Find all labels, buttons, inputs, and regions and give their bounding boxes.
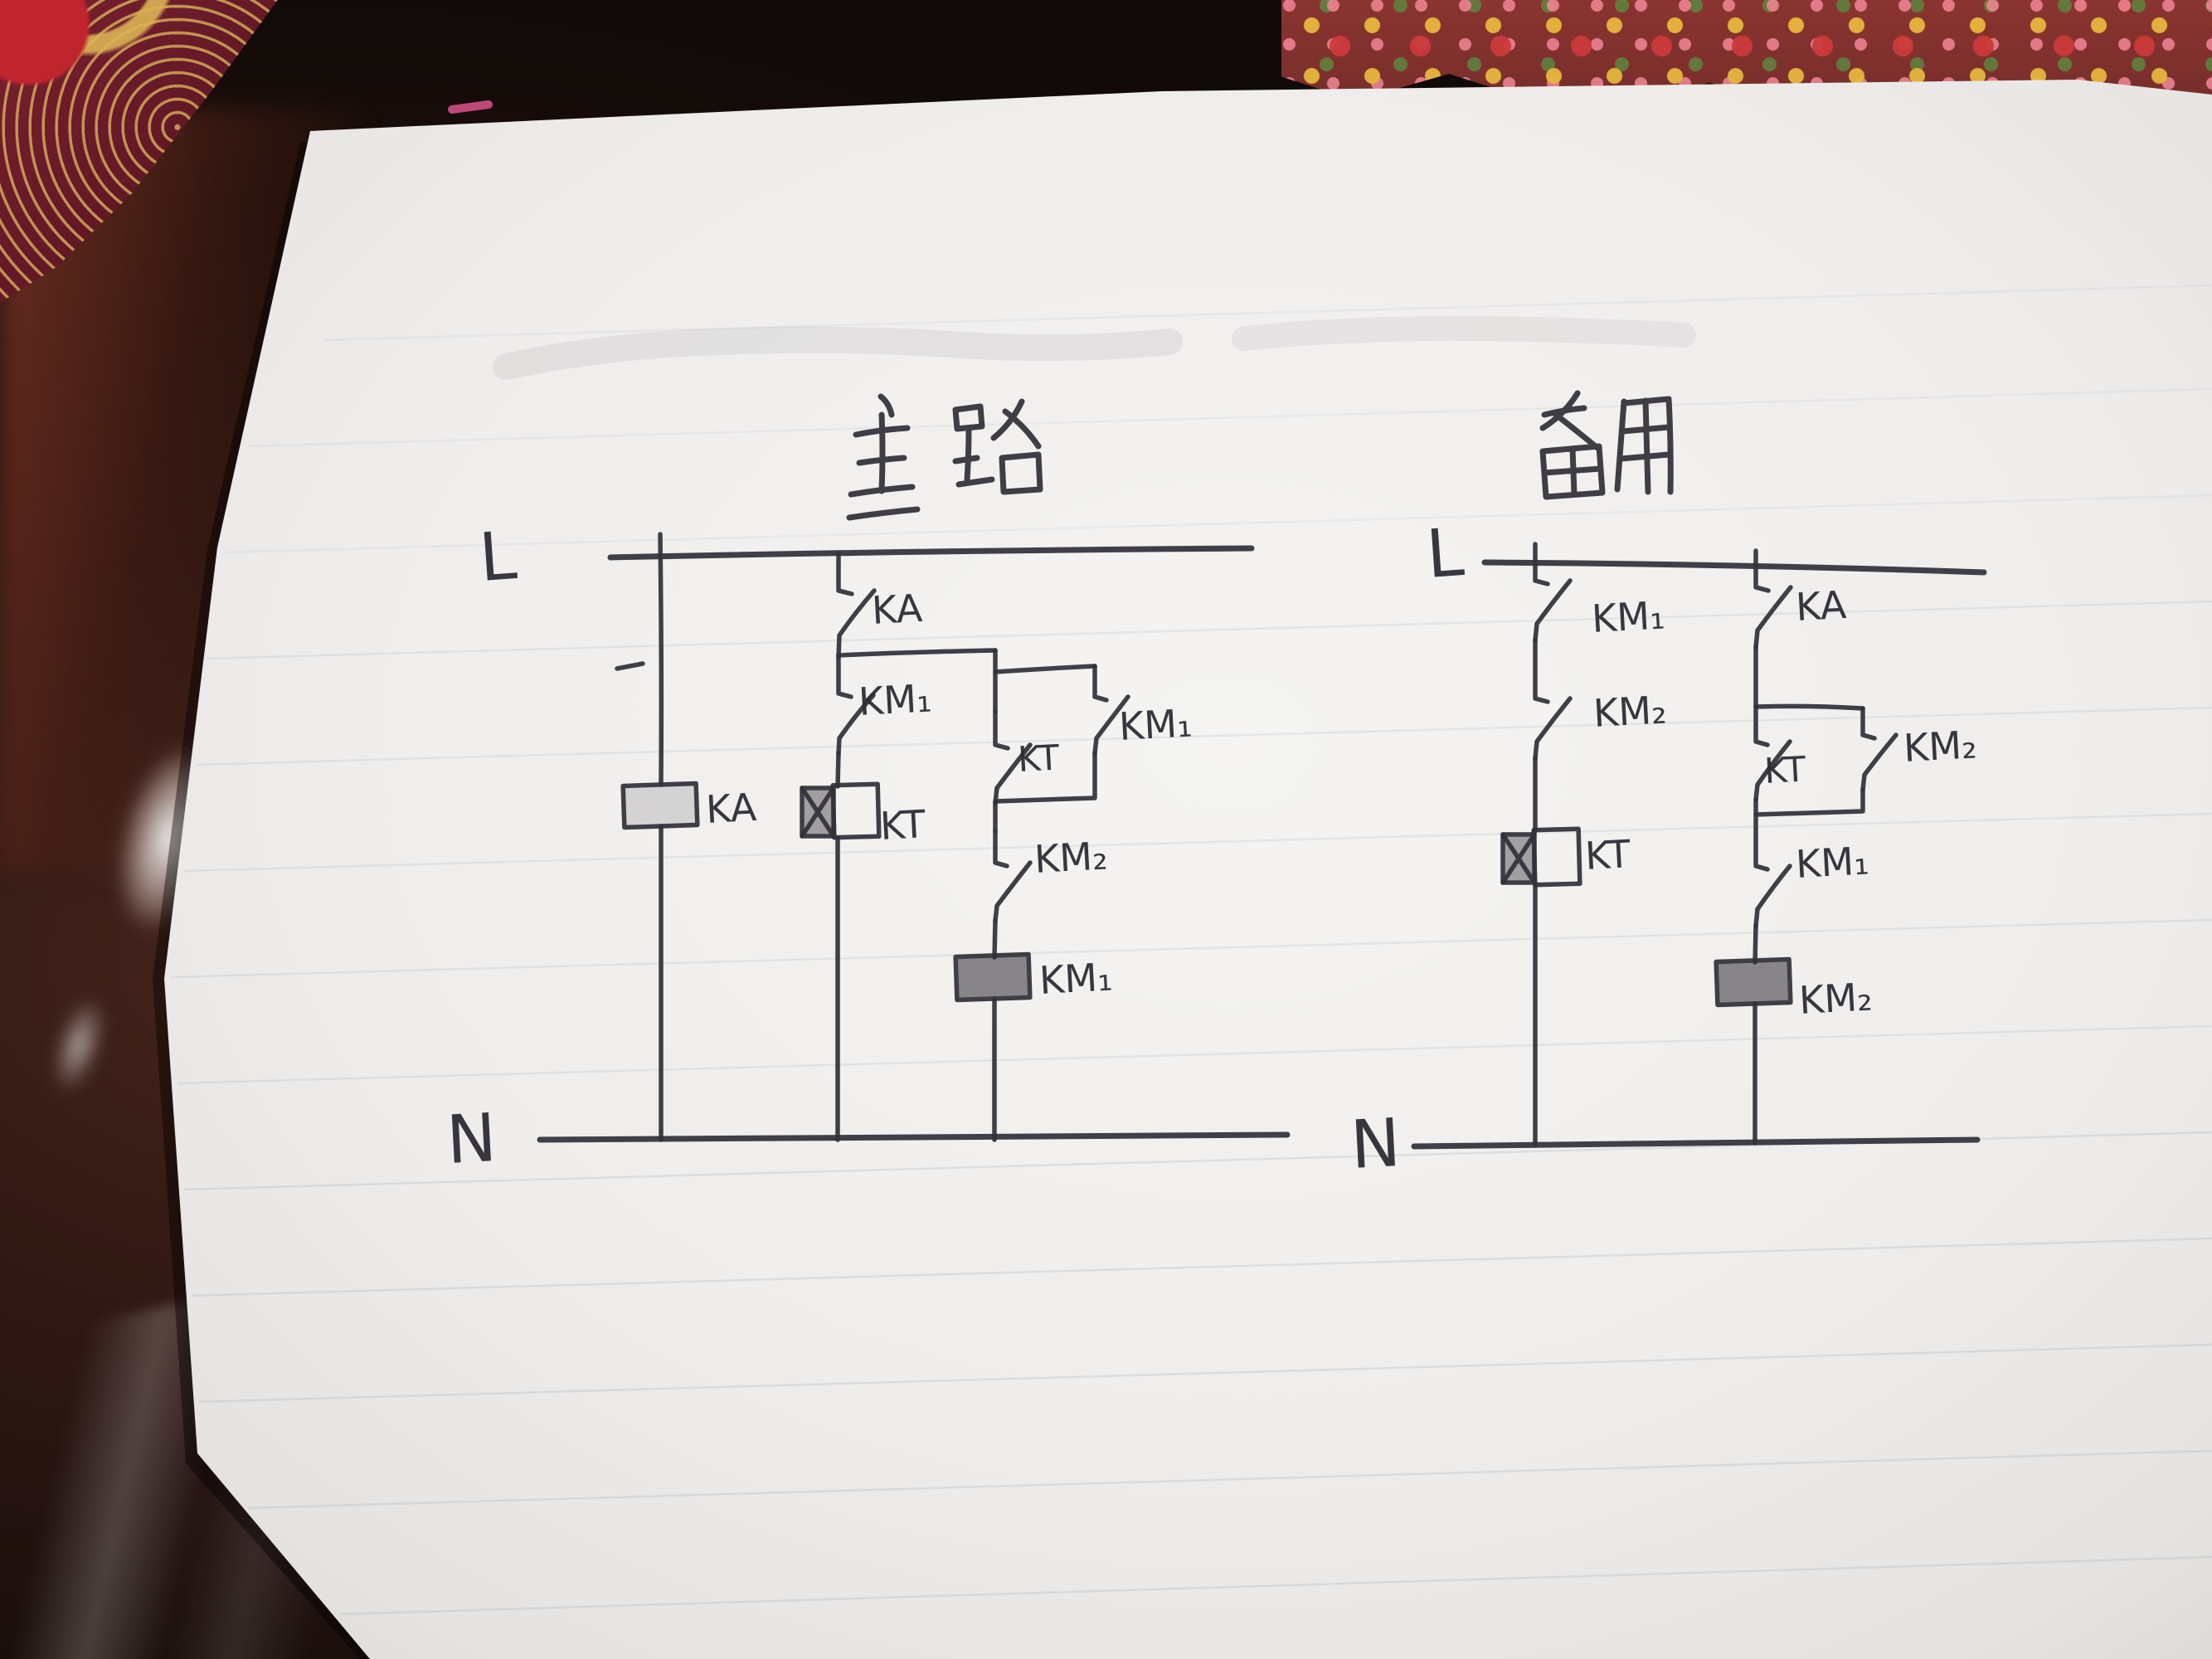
backup-km2-contact-label: KM₂ bbox=[1592, 687, 1668, 736]
backup-line-label: L bbox=[1424, 513, 1466, 593]
main-km1-contact-label: KM₁ bbox=[858, 675, 933, 724]
ink-bleed-smudges bbox=[493, 315, 1696, 380]
backup-circuit-title bbox=[1539, 390, 1674, 500]
backup-kt-coil-box bbox=[1531, 826, 1582, 888]
main-ka-coil bbox=[620, 781, 700, 830]
main-kt-coil-label: KT bbox=[879, 801, 927, 849]
ruled-line bbox=[225, 494, 2212, 554]
main-km1-contact bbox=[836, 653, 876, 756]
backup-hold-tap bbox=[1753, 703, 1865, 711]
main-kt-coil-box bbox=[830, 781, 882, 840]
main-km1-hold-contact bbox=[1092, 664, 1130, 756]
ruled-line bbox=[339, 1555, 2212, 1616]
main-ka-coil-label: KA bbox=[705, 785, 758, 832]
main-node-wire bbox=[836, 648, 998, 658]
backup-ka-contact bbox=[1753, 548, 1793, 649]
ruled-line bbox=[192, 1237, 2212, 1297]
main-ka-contact bbox=[836, 552, 877, 659]
pink-edge-mark bbox=[448, 100, 493, 114]
ruled-line bbox=[183, 812, 2212, 873]
main-km1-coil-label: KM₁ bbox=[1038, 954, 1114, 1003]
ruled-lines bbox=[170, 284, 2212, 1616]
paper-sheet bbox=[164, 80, 2212, 1659]
main-circuit: L N KA KA KM₁ KT bbox=[445, 393, 1291, 1179]
ruled-line bbox=[198, 1343, 2212, 1404]
ruled-line bbox=[323, 284, 2212, 342]
backup-circuit: L N KM₁ KM₂ KT KA KT KM₂ bbox=[1349, 390, 1987, 1184]
smudge bbox=[1232, 315, 1696, 351]
ruled-line bbox=[195, 706, 2212, 766]
smudge bbox=[493, 326, 1183, 380]
backup-km1-contact-label: KM₁ bbox=[1591, 592, 1666, 641]
main-kt-contact bbox=[993, 709, 1033, 805]
ruled-line bbox=[248, 387, 2212, 448]
main-km1-coil bbox=[953, 951, 1033, 1003]
backup-hold-return bbox=[1753, 787, 1865, 817]
main-kt-coil-x bbox=[800, 786, 836, 839]
main-branch3-wire-low bbox=[992, 918, 998, 960]
backup-km1-lower-label: KM₁ bbox=[1795, 838, 1870, 887]
ruled-line bbox=[170, 918, 2212, 979]
main-km1-hold-label: KM₁ bbox=[1118, 700, 1194, 749]
stray-tick bbox=[615, 661, 645, 671]
backup-km2-contact bbox=[1533, 638, 1573, 761]
backup-km2-coil bbox=[1714, 956, 1793, 1008]
main-kt-contact-label: KT bbox=[1017, 737, 1061, 780]
main-km2-contact-label: KM₂ bbox=[1033, 833, 1109, 882]
main-circuit-title bbox=[846, 393, 1043, 521]
main-selfhold-tap bbox=[993, 664, 1097, 674]
ruled-line bbox=[177, 1024, 2212, 1085]
backup-kt-coil-x bbox=[1500, 832, 1537, 885]
main-line-label: L bbox=[477, 517, 519, 596]
backup-branch2-wire-low bbox=[1753, 923, 1758, 965]
ruled-line bbox=[207, 600, 2212, 660]
backup-km1-lower-contact bbox=[1753, 797, 1792, 928]
main-bottom-rail bbox=[537, 1131, 1291, 1143]
main-branch2-wire bbox=[835, 751, 841, 789]
main-selfhold-return bbox=[993, 751, 1097, 804]
backup-km1-contact bbox=[1533, 542, 1573, 643]
backup-km2-hold-label: KM₂ bbox=[1903, 722, 1978, 771]
main-neutral-label: N bbox=[445, 1099, 498, 1179]
main-branch1-wire bbox=[658, 532, 664, 787]
backup-ka-contact-label: KA bbox=[1795, 582, 1848, 630]
main-km2-contact bbox=[993, 829, 1033, 923]
ruled-line bbox=[248, 1449, 2212, 1510]
main-top-rail bbox=[607, 545, 1255, 561]
backup-km2-hold-contact bbox=[1860, 706, 1898, 792]
backup-bottom-rail bbox=[1411, 1136, 1981, 1150]
backup-top-rail bbox=[1481, 559, 1987, 576]
backup-neutral-label: N bbox=[1349, 1104, 1403, 1184]
backup-kt-contact-label: KT bbox=[1763, 748, 1807, 791]
backup-kt-contact bbox=[1753, 704, 1792, 802]
main-ka-contact-label: KA bbox=[871, 586, 924, 633]
backup-km2-coil-label: KM₂ bbox=[1798, 974, 1874, 1023]
backup-kt-coil-label: KT bbox=[1584, 831, 1632, 878]
